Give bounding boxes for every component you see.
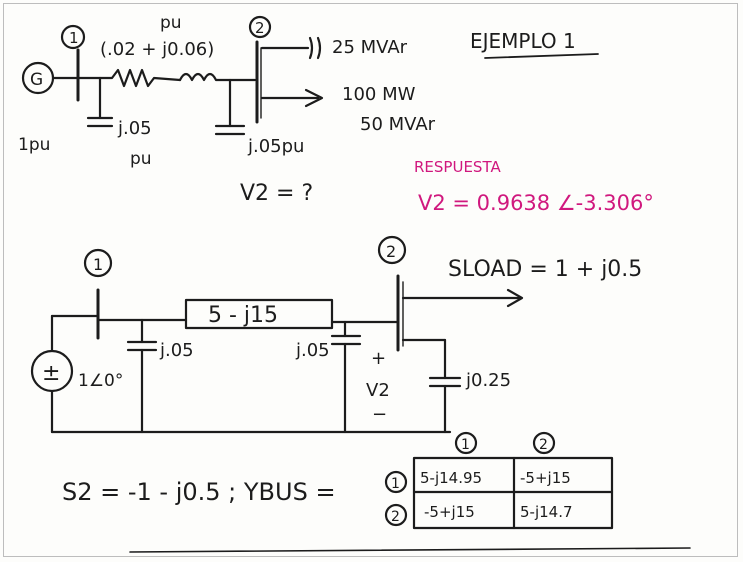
load-q-label: 50 MVAr (360, 114, 436, 135)
v2-minus: − (372, 404, 387, 425)
series-admittance: 5 - j15 (208, 303, 278, 328)
source-symbol: ± (42, 361, 60, 386)
voltage-source (30, 349, 74, 393)
line-unit: pu (160, 13, 182, 33)
top-bus2-number: 2 (255, 19, 265, 37)
bus1-number: 1 (93, 255, 103, 274)
load-label: SLOAD = 1 + j0.5 (448, 257, 642, 282)
s2-equation: S2 = -1 - j0.5 ; YBUS = (62, 478, 336, 506)
load-p-label: 100 MW (342, 84, 416, 105)
load-arrow-head (304, 88, 324, 108)
question-text: V2 = ? (240, 181, 313, 206)
bus1-circle (83, 248, 113, 278)
cap-label: j0.25 (465, 370, 511, 391)
title-text: EJEMPLO 1 (470, 29, 576, 53)
page-frame (3, 3, 738, 557)
ybus-cell: 5-j14.7 (520, 503, 573, 521)
ybus-cell: -5+j15 (424, 503, 475, 521)
shunt2-label: j.05 (295, 340, 330, 361)
top-line-wire (76, 68, 182, 88)
ybus-row1-header: 1 (391, 476, 400, 492)
source-voltage: 1∠0° (78, 371, 123, 391)
ybus-col2-circle (532, 431, 556, 455)
top-bus1-number: 1 (69, 29, 79, 47)
ybus-cell: 5-j14.95 (420, 469, 482, 487)
ybus-col1-header: 1 (461, 437, 470, 453)
right-shunt-value: j.05pu (247, 136, 304, 157)
ybus-row2-header: 2 (391, 509, 400, 525)
ybus-row2-circle (384, 503, 408, 527)
series-admittance-box (184, 298, 334, 330)
inductor-coils (178, 72, 257, 82)
bottom-load-arrow-head (506, 288, 524, 308)
top-bus2-circle (248, 15, 272, 39)
ybus-col2-header: 2 (539, 437, 548, 453)
cap-load-symbol (308, 36, 322, 60)
bottom-stroke (129, 547, 691, 553)
left-shunt-unit: pu (130, 149, 152, 169)
ybus-col1-circle (454, 431, 478, 455)
shunt1-label: j.05 (159, 340, 194, 361)
answer-label: RESPUESTA (414, 158, 501, 176)
left-shunt-value: j.05 (117, 118, 152, 139)
bus2-circle (377, 235, 407, 265)
v2-plus: + (371, 348, 386, 369)
generator-label: G (30, 70, 43, 90)
bus2-number: 2 (386, 242, 396, 261)
title-underline (484, 53, 599, 59)
ybus-cell: -5+j15 (520, 469, 571, 487)
cap-load-label: 25 MVAr (332, 37, 408, 58)
answer-value: V2 = 0.9638 ∠-3.306° (418, 191, 654, 215)
gen-voltage: 1pu (18, 135, 50, 155)
top-bus1-circle (60, 24, 86, 50)
ybus-row1-circle (384, 470, 408, 494)
v2-label: V2 (366, 380, 390, 401)
line-impedance: (.02 + j0.06) (100, 39, 214, 60)
